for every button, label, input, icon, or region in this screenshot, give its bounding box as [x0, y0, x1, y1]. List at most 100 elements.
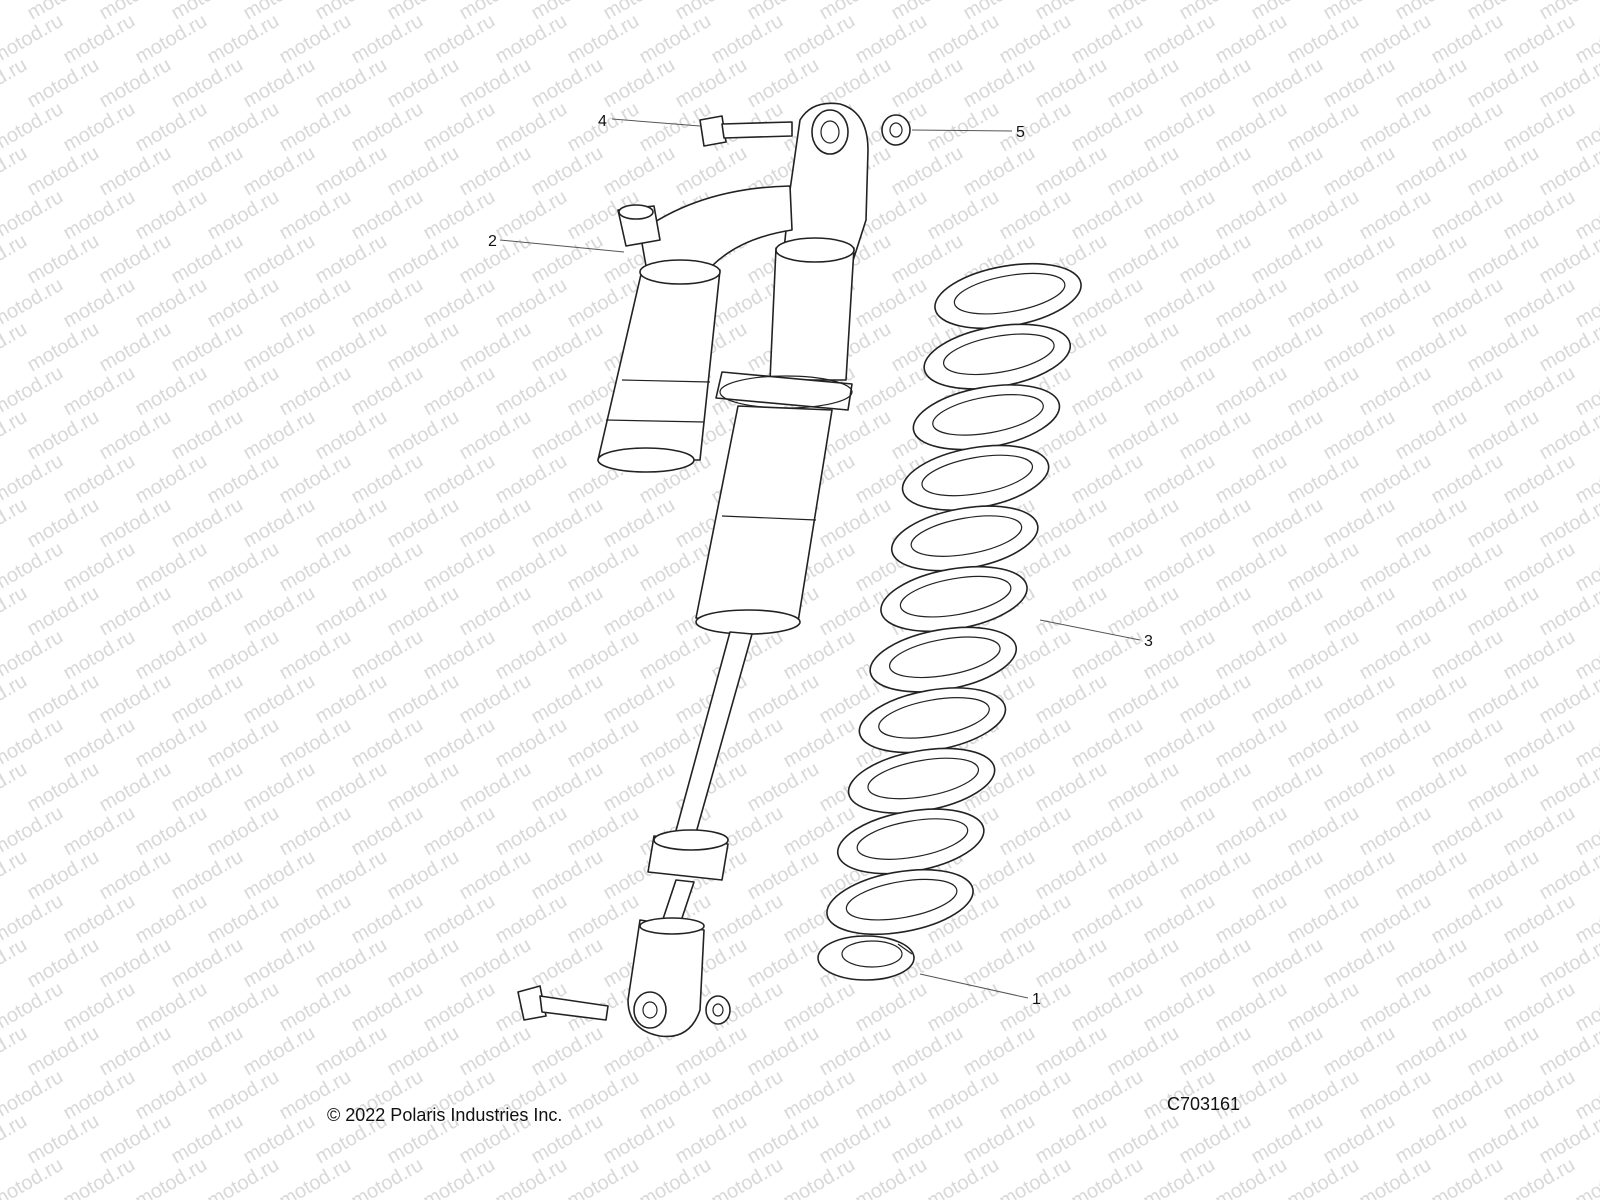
watermark-text: motod.ru [1140, 978, 1219, 1037]
watermark-text: motod.ru [708, 10, 787, 69]
watermark-text: motod.ru [420, 450, 499, 509]
watermark-text: motod.ru [492, 1154, 571, 1200]
spring-coil-inner [942, 333, 1055, 376]
watermark-text: motod.ru [96, 230, 175, 289]
spring-coil-inner [953, 272, 1066, 315]
watermark-text: motod.ru [132, 890, 211, 949]
spring-coil-inner [932, 394, 1044, 436]
watermark-text: motod.ru [636, 10, 715, 69]
watermark-text: motod.ru [1032, 1022, 1111, 1081]
watermark-text: motod.ru [1068, 98, 1147, 157]
watermark-text: motod.ru [1176, 758, 1255, 817]
watermark-text: motod.ru [564, 1066, 643, 1125]
watermark-text: motod.ru [168, 494, 247, 553]
callout-2: 2 [488, 233, 497, 250]
watermark-text: motod.ru [1176, 230, 1255, 289]
copyright-text: © 2022 Polaris Industries Inc. [327, 1105, 563, 1125]
watermark-text: motod.ru [312, 494, 391, 553]
watermark-text: motod.ru [852, 10, 931, 69]
watermark-text: motod.ru [1320, 934, 1399, 993]
watermark-text: motod.ru [348, 186, 427, 245]
watermark-text: motod.ru [1248, 1110, 1327, 1169]
watermark-text: motod.ru [600, 54, 679, 113]
watermark-text: motod.ru [1320, 230, 1399, 289]
watermark-text: motod.ru [1284, 274, 1363, 333]
watermark-text: motod.ru [1500, 978, 1579, 1037]
watermark-text: motod.ru [420, 714, 499, 773]
watermark-text: motod.ru [276, 1154, 355, 1200]
watermark-text: motod.ru [564, 802, 643, 861]
watermark-text: motod.ru [1320, 318, 1399, 377]
watermark-text: motod.ru [1176, 406, 1255, 465]
watermark-text: motod.ru [1320, 54, 1399, 113]
watermark-text: motod.ru [1140, 450, 1219, 509]
watermark-text: motod.ru [1068, 186, 1147, 245]
watermark-text: motod.ru [1068, 362, 1147, 421]
watermark-text: motod.ru [276, 98, 355, 157]
watermark-text: motod.ru [492, 10, 571, 69]
watermark-text: motod.ru [1392, 846, 1471, 905]
watermark-text: motod.ru [996, 186, 1075, 245]
watermark-text: motod.ru [1032, 54, 1111, 113]
callout-1: 1 [1032, 991, 1041, 1008]
watermark-text: motod.ru [168, 318, 247, 377]
spring-coil-inner [899, 575, 1012, 618]
watermark-text: motod.ru [924, 98, 1003, 157]
watermark-text: motod.ru [1428, 98, 1507, 157]
watermark-text: motod.ru [96, 1022, 175, 1081]
watermark-text: motod.ru [1104, 1022, 1183, 1081]
watermark-text: motod.ru [1284, 450, 1363, 509]
watermark-text: motod.ru [456, 318, 535, 377]
watermark-text: motod.ru [1464, 1110, 1543, 1169]
watermark-text: motod.ru [60, 98, 139, 157]
spring-coil-inner [888, 636, 1001, 679]
spring-coil-inner [856, 818, 969, 860]
watermark-text: motod.ru [564, 890, 643, 949]
watermark-text: motod.ru [528, 582, 607, 641]
watermark-text: motod.ru [1428, 362, 1507, 421]
watermark-text: motod.ru [0, 318, 31, 377]
watermark-text: motod.ru [1176, 54, 1255, 113]
watermark-text: motod.ru [1356, 10, 1435, 69]
watermark-text: motod.ru [1140, 890, 1219, 949]
watermark-text: motod.ru [1464, 318, 1543, 377]
watermark-text: motod.ru [132, 802, 211, 861]
watermark-text: motod.ru [1212, 626, 1291, 685]
watermark-text: motod.ru [1464, 1022, 1543, 1081]
watermark-text: motod.ru [996, 714, 1075, 773]
watermark-text: motod.ru [456, 582, 535, 641]
watermark-text: motod.ru [1428, 538, 1507, 597]
watermark-text: motod.ru [780, 1154, 859, 1200]
watermark-text: motod.ru [1068, 450, 1147, 509]
watermark-text: motod.ru [1500, 1154, 1579, 1200]
watermark-text: motod.ru [528, 142, 607, 201]
watermark-text: motod.ru [204, 1154, 283, 1200]
watermark-text: motod.ru [384, 318, 463, 377]
watermark-text: motod.ru [816, 1110, 895, 1169]
watermark-text: motod.ru [1104, 1110, 1183, 1169]
watermark-text: motod.ru [348, 450, 427, 509]
watermark-text: motod.ru [780, 10, 859, 69]
watermark-text: motod.ru [564, 714, 643, 773]
callout-4: 4 [598, 113, 607, 130]
watermark-text: motod.ru [348, 10, 427, 69]
watermark-text: motod.ru [420, 362, 499, 421]
watermark-text: motod.ru [276, 890, 355, 949]
watermark-text: motod.ru [24, 934, 103, 993]
watermark-text: motod.ru [1032, 142, 1111, 201]
watermark-text: motod.ru [132, 714, 211, 773]
watermark-text: motod.ru [996, 1154, 1075, 1200]
watermark-text: motod.ru [96, 1110, 175, 1169]
watermark-text: motod.ru [600, 582, 679, 641]
watermark-text: motod.ru [420, 538, 499, 597]
watermark-text: motod.ru [528, 1022, 607, 1081]
watermark-text: motod.ru [240, 934, 319, 993]
watermark-text: motod.ru [600, 1110, 679, 1169]
watermark-text: motod.ru [924, 1066, 1003, 1125]
watermark-text: motod.ru [168, 142, 247, 201]
watermark-text: motod.ru [168, 934, 247, 993]
watermark-text: motod.ru [420, 802, 499, 861]
watermark-text: motod.ru [888, 230, 967, 289]
callout-3: 3 [1144, 633, 1153, 650]
watermark-text: motod.ru [1464, 494, 1543, 553]
